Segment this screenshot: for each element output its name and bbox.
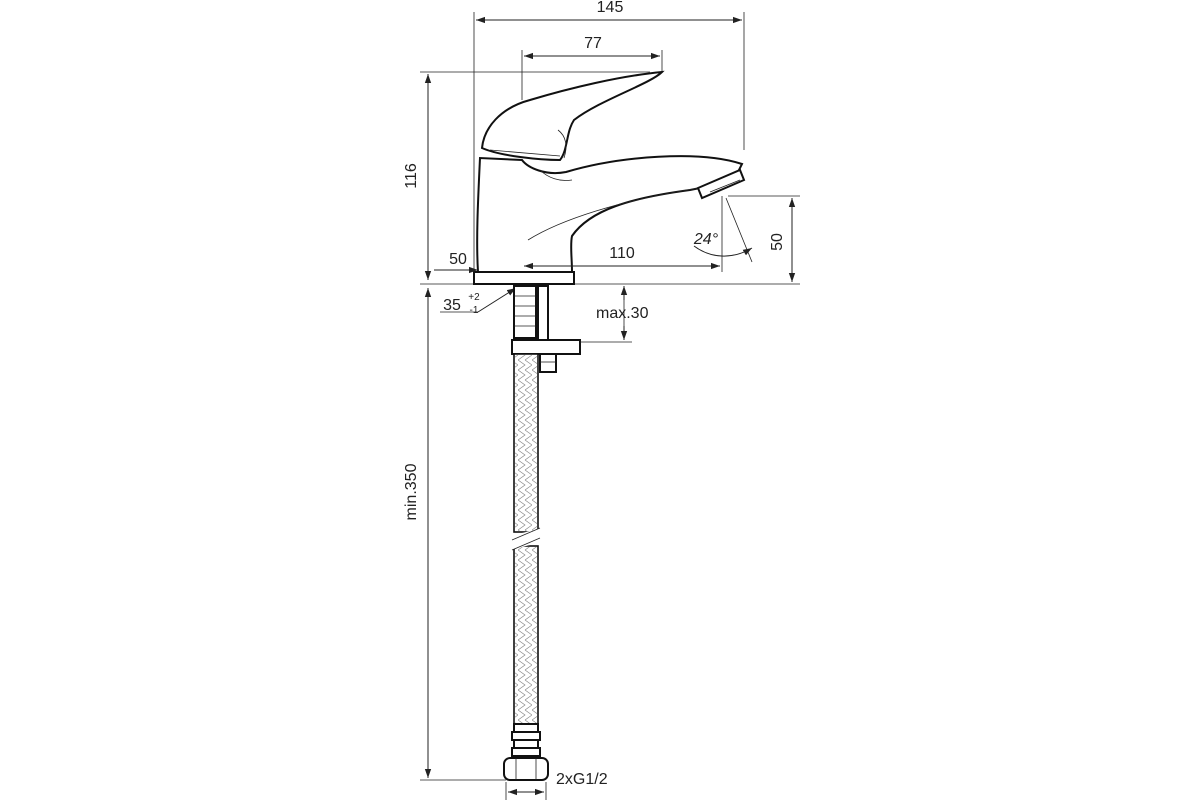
dim-spout-height: 50: [728, 195, 800, 282]
dim-deck-thickness-label: max.30: [596, 305, 649, 322]
dim-lever-width: 77: [521, 35, 663, 100]
dim-spout-angle: 24°: [693, 197, 753, 263]
dim-hose-length: min.350: [403, 288, 506, 781]
dim-deck-hole-tol-minus: -1: [470, 305, 479, 316]
faucet-lever: [480, 70, 665, 181]
dim-height: 116: [403, 71, 650, 280]
dim-deck-hole-tol-plus: +2: [468, 292, 480, 303]
dim-connection: 2xG1/2: [505, 771, 608, 800]
dim-spout-reach-label: 110: [609, 245, 635, 262]
dim-height-label: 116: [403, 163, 420, 189]
dim-spout-angle-label: 24°: [693, 231, 719, 248]
dim-overall-width-label: 145: [597, 0, 624, 16]
dim-hose-length-label: min.350: [403, 463, 420, 520]
dim-base-diameter: 50: [434, 251, 478, 274]
dim-base-diameter-label: 50: [449, 251, 467, 268]
dim-spout-reach: 110: [524, 196, 723, 272]
dim-lever-width-label: 77: [584, 35, 602, 52]
dim-deck-hole: 35 +2 -1: [440, 287, 517, 316]
flexible-hose: [503, 353, 549, 781]
dim-spout-height-label: 50: [769, 233, 786, 251]
mounting-assembly: [511, 285, 581, 373]
dim-overall-width: 145: [473, 0, 745, 272]
dim-connection-label: 2xG1/2: [556, 771, 608, 788]
dim-deck-hole-label: 35: [443, 297, 461, 314]
faucet-body: [473, 155, 746, 285]
dim-deck-thickness: max.30: [580, 286, 649, 343]
